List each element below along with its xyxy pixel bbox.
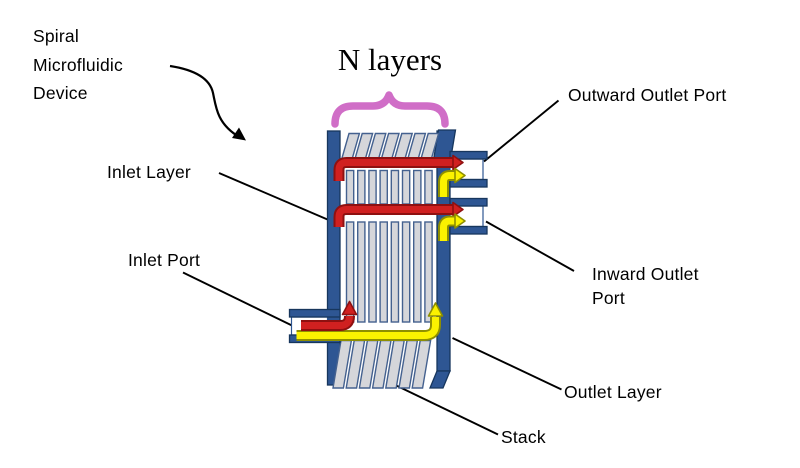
inlet-layer-leader-line [218,172,339,225]
inward-outlet-port-label: Inward Outlet Port [592,264,699,308]
outlet-flow-arrow-top [438,167,466,197]
stack-leader-line [389,381,499,436]
channel-columns-upper [345,169,433,205]
spiral-channel-column [368,221,377,323]
channel-columns-lower [345,221,433,323]
inward-outlet-leader-line [485,220,575,272]
inlet-layer-label: Inlet Layer [107,162,191,182]
outlet-layer-leader-line [452,337,562,391]
outward-outlet-leader-line [483,99,560,163]
outward-outlet-port-label: Outward Outlet Port [568,85,727,105]
bottom-stack-layers [332,339,432,389]
outlet-wall-bottom-cap [429,370,451,389]
spiral-channel-column [357,169,366,205]
spiral-channel-column [401,221,411,323]
device-title-label: Spiral Microfluidic Device [33,26,123,103]
inlet-flow-arrow-middle [333,201,464,227]
stack-label: Stack [501,427,546,447]
outlet-layer-flow-arrow [296,302,444,341]
device-pointer-arrow [169,64,246,141]
leader-lines [182,99,575,436]
n-layers-label: N layers [337,42,443,77]
device-body [288,129,488,389]
outlet-flow-arrow-middle [438,213,466,241]
spiral-channel-column [357,221,366,323]
inlet-flow-arrow-top [333,154,464,181]
spiral-channel-column [413,169,422,205]
inlet-port-label: Inlet Port [128,250,201,270]
spiral-channel-column [368,169,377,205]
spiral-channel-column [379,221,389,323]
spiral-channel-column [424,169,433,205]
spiral-channel-column [379,169,389,205]
spiral-channel-column [345,169,355,205]
outlet-layer-label: Outlet Layer [564,382,662,402]
inlet-port-flow-arrow [301,300,358,331]
inlet-port-leader-line [182,271,294,327]
spiral-channel-column [390,169,400,205]
spiral-channel-column [413,221,422,323]
spiral-channel-column [390,221,400,323]
n-layers-brace [331,91,449,128]
spiral-channel-column [401,169,411,205]
spiral-channel-column [424,221,433,323]
